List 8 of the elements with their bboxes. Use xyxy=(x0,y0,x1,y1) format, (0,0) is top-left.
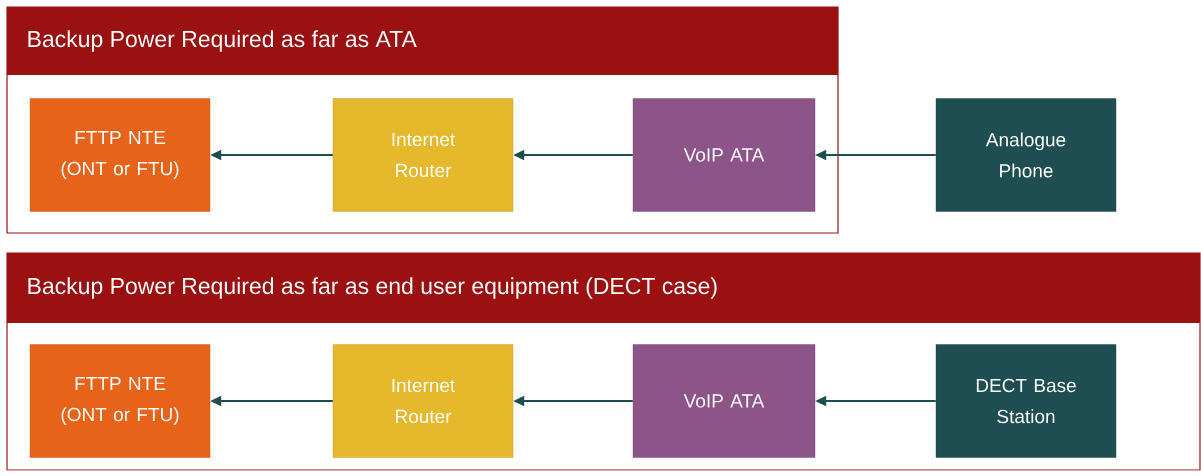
device-box: DECT Base Station xyxy=(935,344,1117,458)
device-box: Internet Router xyxy=(332,344,514,458)
device-box: VoIP ATA xyxy=(632,344,816,458)
device-box: FTTP NTE (ONT or FTU) xyxy=(29,98,211,212)
device-box: Analogue Phone xyxy=(935,98,1117,212)
device-box: VoIP ATA xyxy=(632,98,816,212)
device-box: Internet Router xyxy=(332,98,514,212)
device-box: FTTP NTE (ONT or FTU) xyxy=(29,344,211,458)
